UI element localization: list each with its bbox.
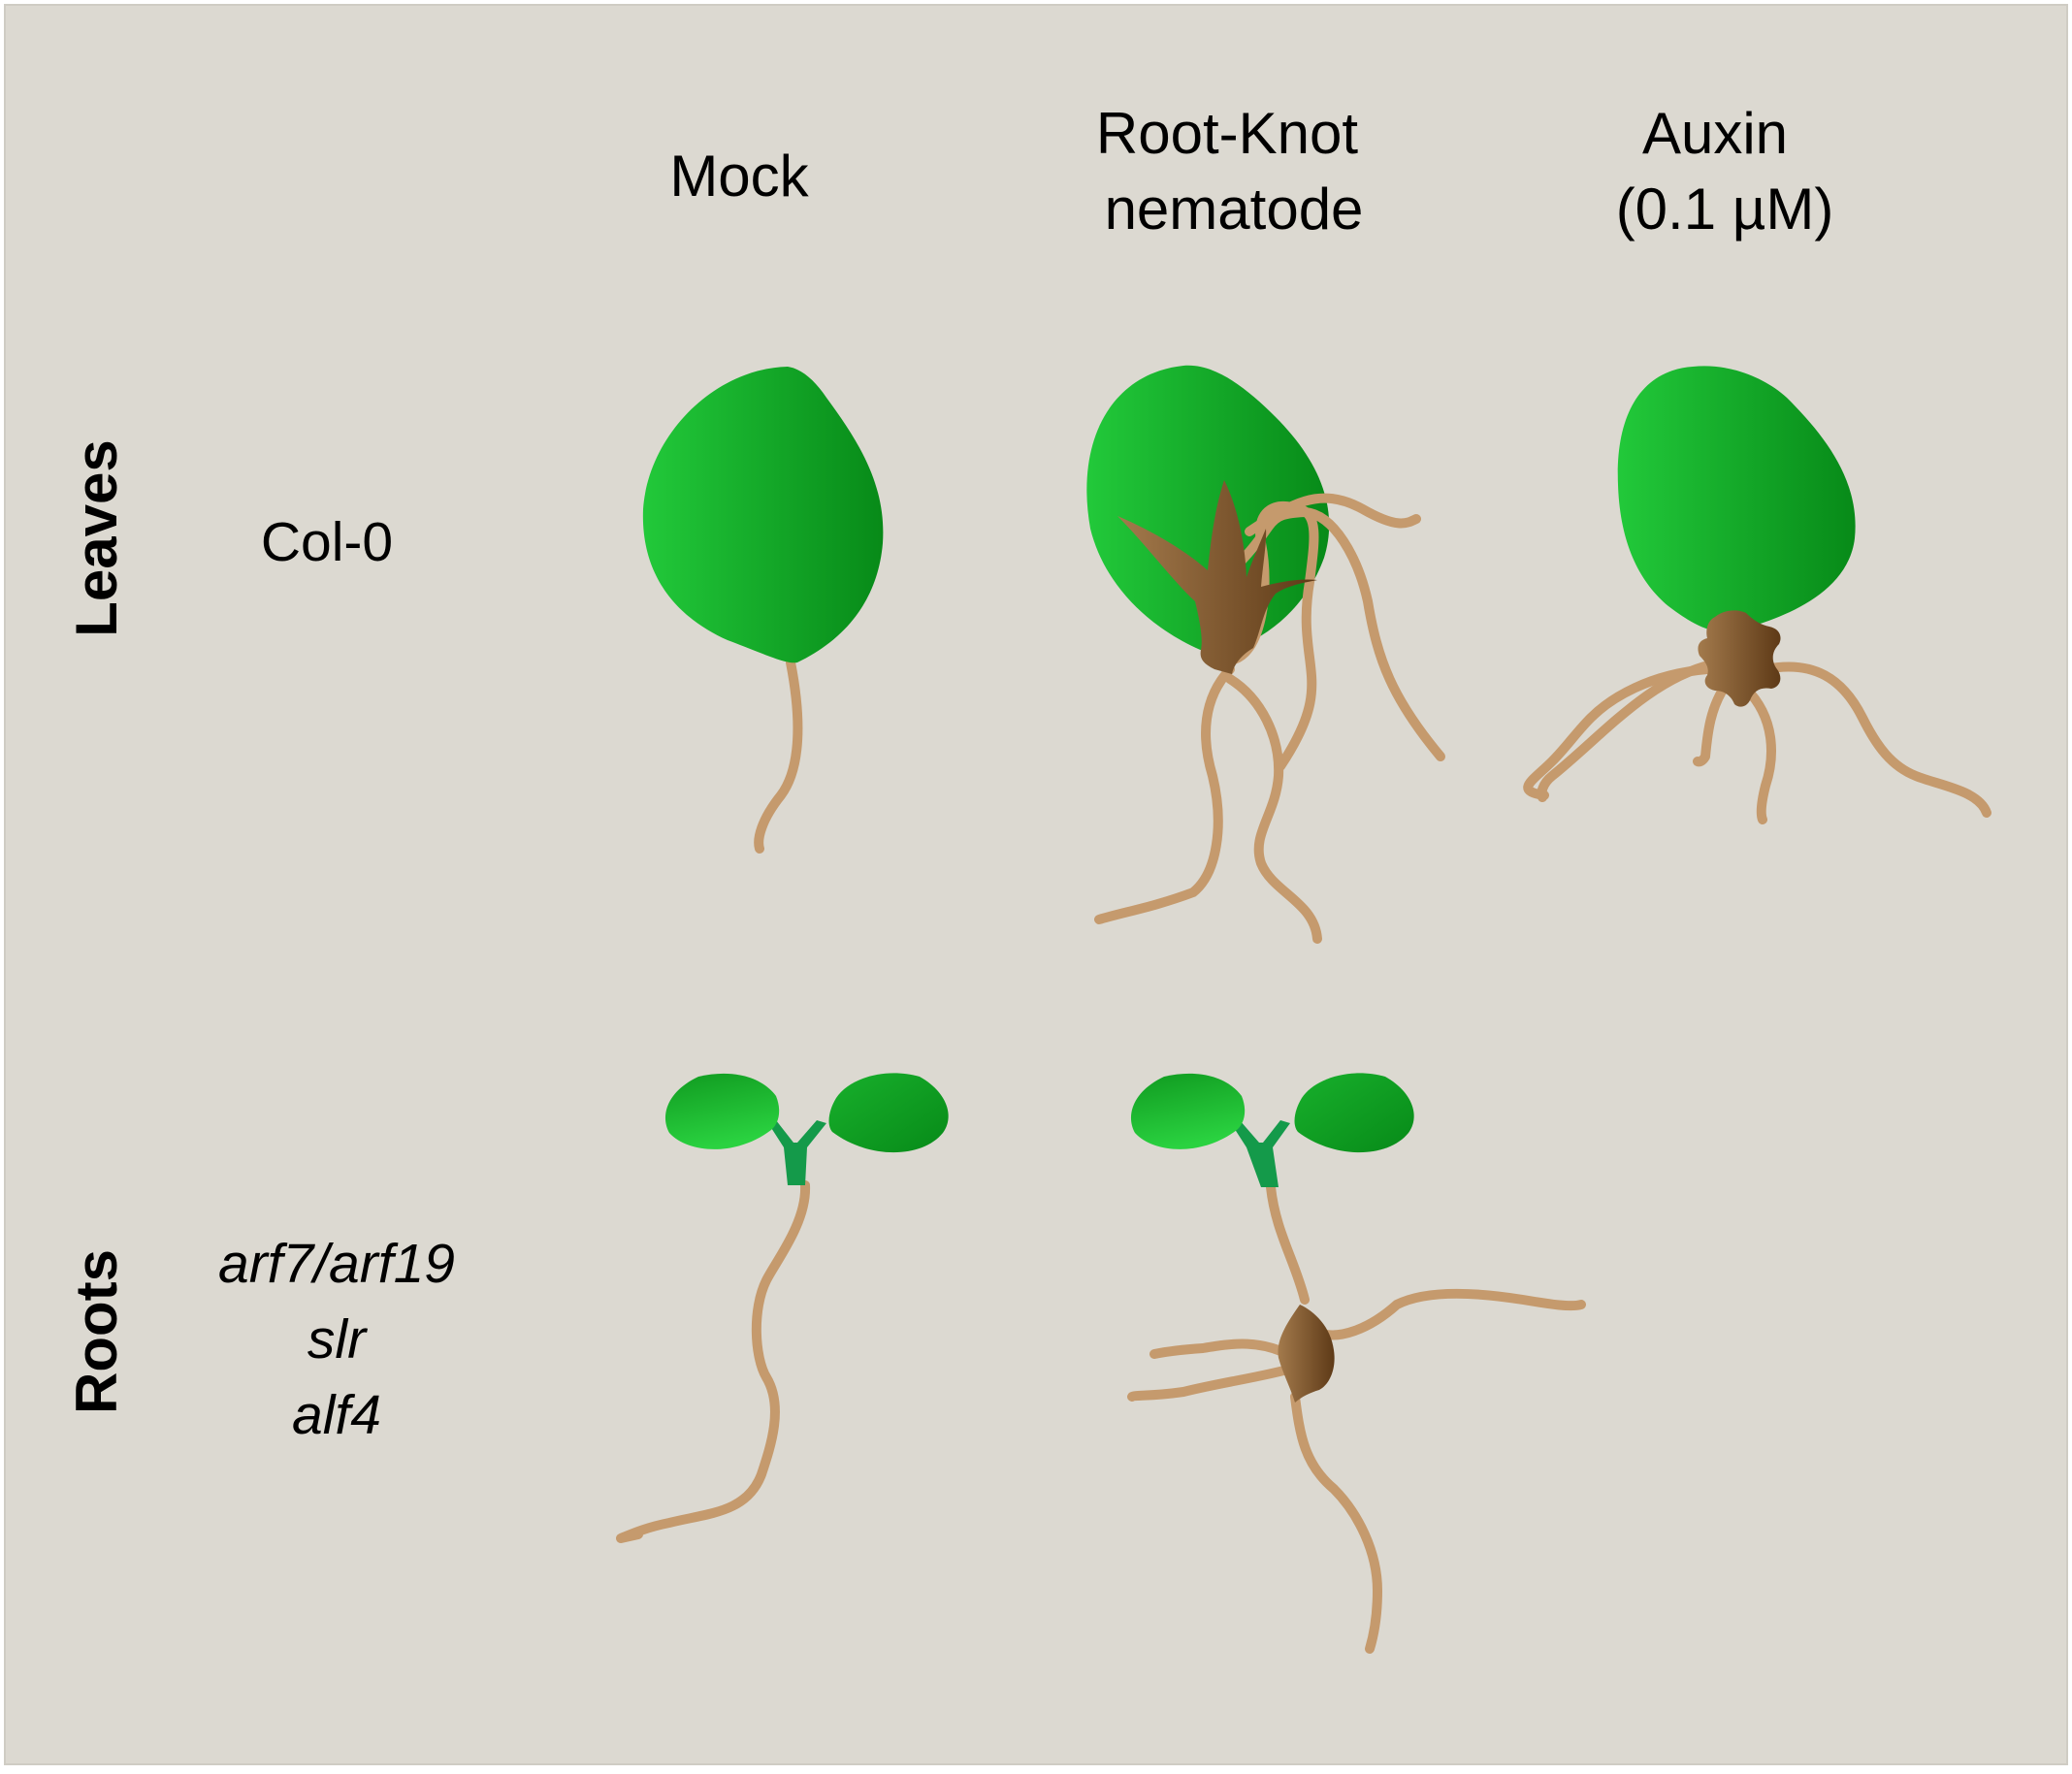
- stem: [1229, 1120, 1290, 1187]
- background-panel: [4, 4, 2068, 1765]
- seedling-rkn: [1127, 1073, 1586, 1654]
- leaf-mock: [642, 367, 884, 854]
- leaf-auxin: [1523, 366, 1991, 824]
- root-strand: [1225, 674, 1322, 944]
- root-strand: [1761, 661, 1991, 818]
- seedling-mock: [616, 1073, 949, 1543]
- column-label-rkn-line2: nematode: [1105, 177, 1364, 242]
- gall: [1698, 610, 1781, 707]
- genotype-label-alf4: alf4: [292, 1384, 381, 1446]
- root-strand: [1523, 664, 1712, 800]
- leaf-blade: [642, 367, 884, 663]
- genotype-label-col0: Col-0: [261, 511, 393, 573]
- gall: [1117, 480, 1317, 674]
- root-strand: [1537, 660, 1717, 802]
- root-strand: [1741, 684, 1776, 824]
- root-strand: [1290, 1392, 1382, 1654]
- root-strand: [1266, 1182, 1310, 1305]
- genotype-label-arf7-arf19: arf7/arf19: [218, 1233, 455, 1295]
- row-label-leaves: Leaves: [64, 439, 129, 637]
- root-strand: [1317, 1288, 1586, 1340]
- cotyledon-right: [828, 1073, 949, 1153]
- cotyledon-right: [1294, 1073, 1414, 1153]
- root-strand: [1693, 679, 1732, 767]
- root-strand: [754, 658, 803, 854]
- stem: [766, 1120, 826, 1185]
- leaf-rkn: [1086, 365, 1445, 944]
- root-strand: [1225, 507, 1445, 761]
- root-strand: [1149, 1339, 1300, 1363]
- root-strand: [1127, 1363, 1300, 1402]
- root-strand: [1245, 493, 1421, 536]
- genotype-label-slr: slr: [308, 1308, 368, 1371]
- column-label-auxin-line2: (0.1 µM): [1616, 177, 1834, 242]
- gall: [1278, 1305, 1335, 1403]
- root-strand: [1094, 664, 1235, 924]
- leaf-blade: [1617, 366, 1856, 632]
- cotyledon-left: [1130, 1073, 1246, 1149]
- column-label-rkn-line1: Root-Knot: [1096, 101, 1358, 166]
- column-label-mock: Mock: [669, 144, 809, 209]
- cotyledon-left: [664, 1073, 780, 1149]
- root-strand: [616, 1180, 811, 1543]
- row-label-roots: Roots: [64, 1249, 129, 1414]
- column-label-auxin-line1: Auxin: [1642, 101, 1788, 166]
